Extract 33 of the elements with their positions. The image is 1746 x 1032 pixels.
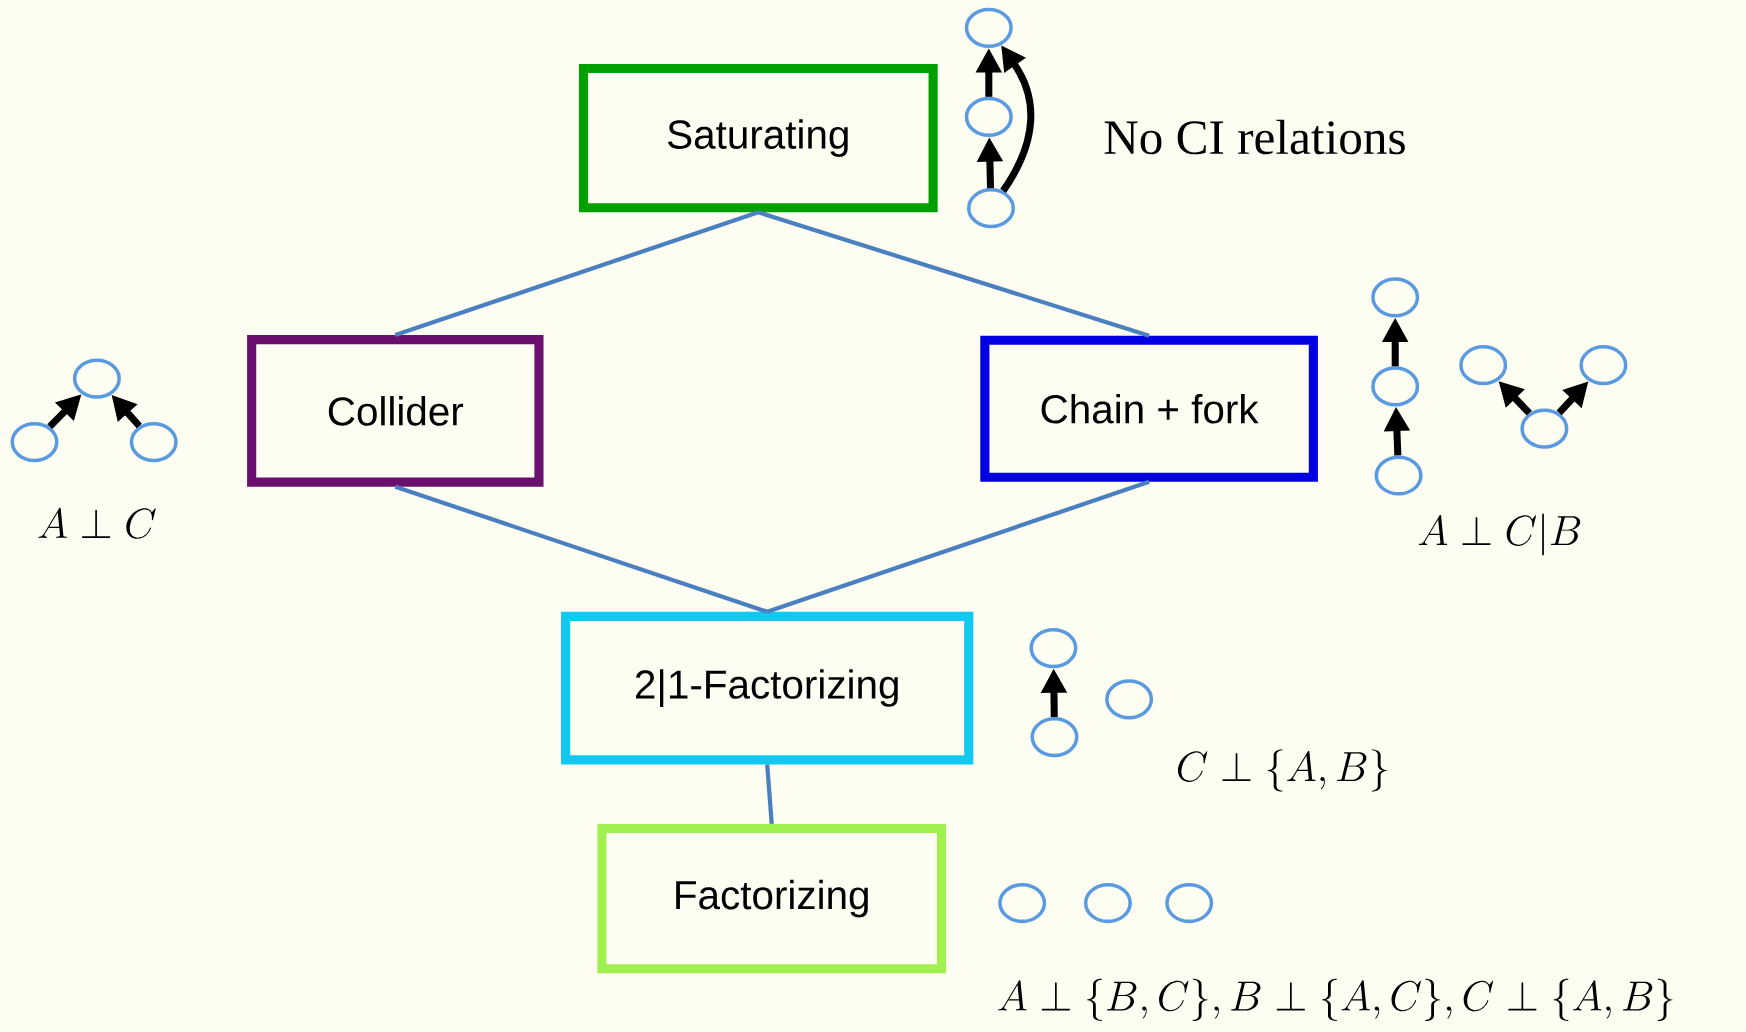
process-box: Chain + fork	[980, 335, 1318, 482]
connector-line	[394, 210, 759, 338]
process-box: Factorizing	[597, 823, 947, 974]
graph-vertex	[1083, 882, 1132, 924]
graph-vertex	[1371, 366, 1420, 407]
process-box: 2|1-Factorizing	[561, 611, 974, 765]
graph-vertex	[72, 358, 121, 399]
graph-vertex	[10, 422, 59, 463]
connector-line	[766, 479, 1150, 614]
formula: $C \perp \{A, B\}$	[1177, 749, 1387, 792]
process-box: Saturating	[578, 63, 938, 213]
connector-line	[757, 210, 1150, 338]
graph-vertex	[964, 7, 1013, 48]
graph-vertex	[1459, 345, 1508, 386]
graph-vertex	[1371, 277, 1420, 318]
formula: $A \perp C$	[38, 507, 156, 539]
graph-vertex	[1165, 882, 1214, 924]
graph-vertex	[1030, 717, 1079, 758]
graph-vertex	[1579, 345, 1628, 386]
graph-vertex	[129, 422, 178, 463]
formula: $A \perp \{B, C\}, B \perp \{A, C\}, C \perp \{A, B\}$	[998, 978, 1673, 1021]
process-box: Collider	[247, 335, 544, 487]
graph-vertex	[1374, 455, 1423, 496]
graph-vertex	[967, 188, 1015, 229]
graph-vertex	[998, 882, 1047, 924]
connector-line	[394, 484, 768, 614]
graph-vertex	[1105, 679, 1154, 720]
formula: $A \perp C|B$	[1418, 513, 1581, 556]
graph-vertex	[964, 96, 1013, 138]
caption-text: No CI relations	[1104, 119, 1405, 155]
graph-vertex	[1520, 408, 1569, 449]
graph-vertex	[1029, 628, 1078, 669]
connector-line	[765, 764, 774, 825]
